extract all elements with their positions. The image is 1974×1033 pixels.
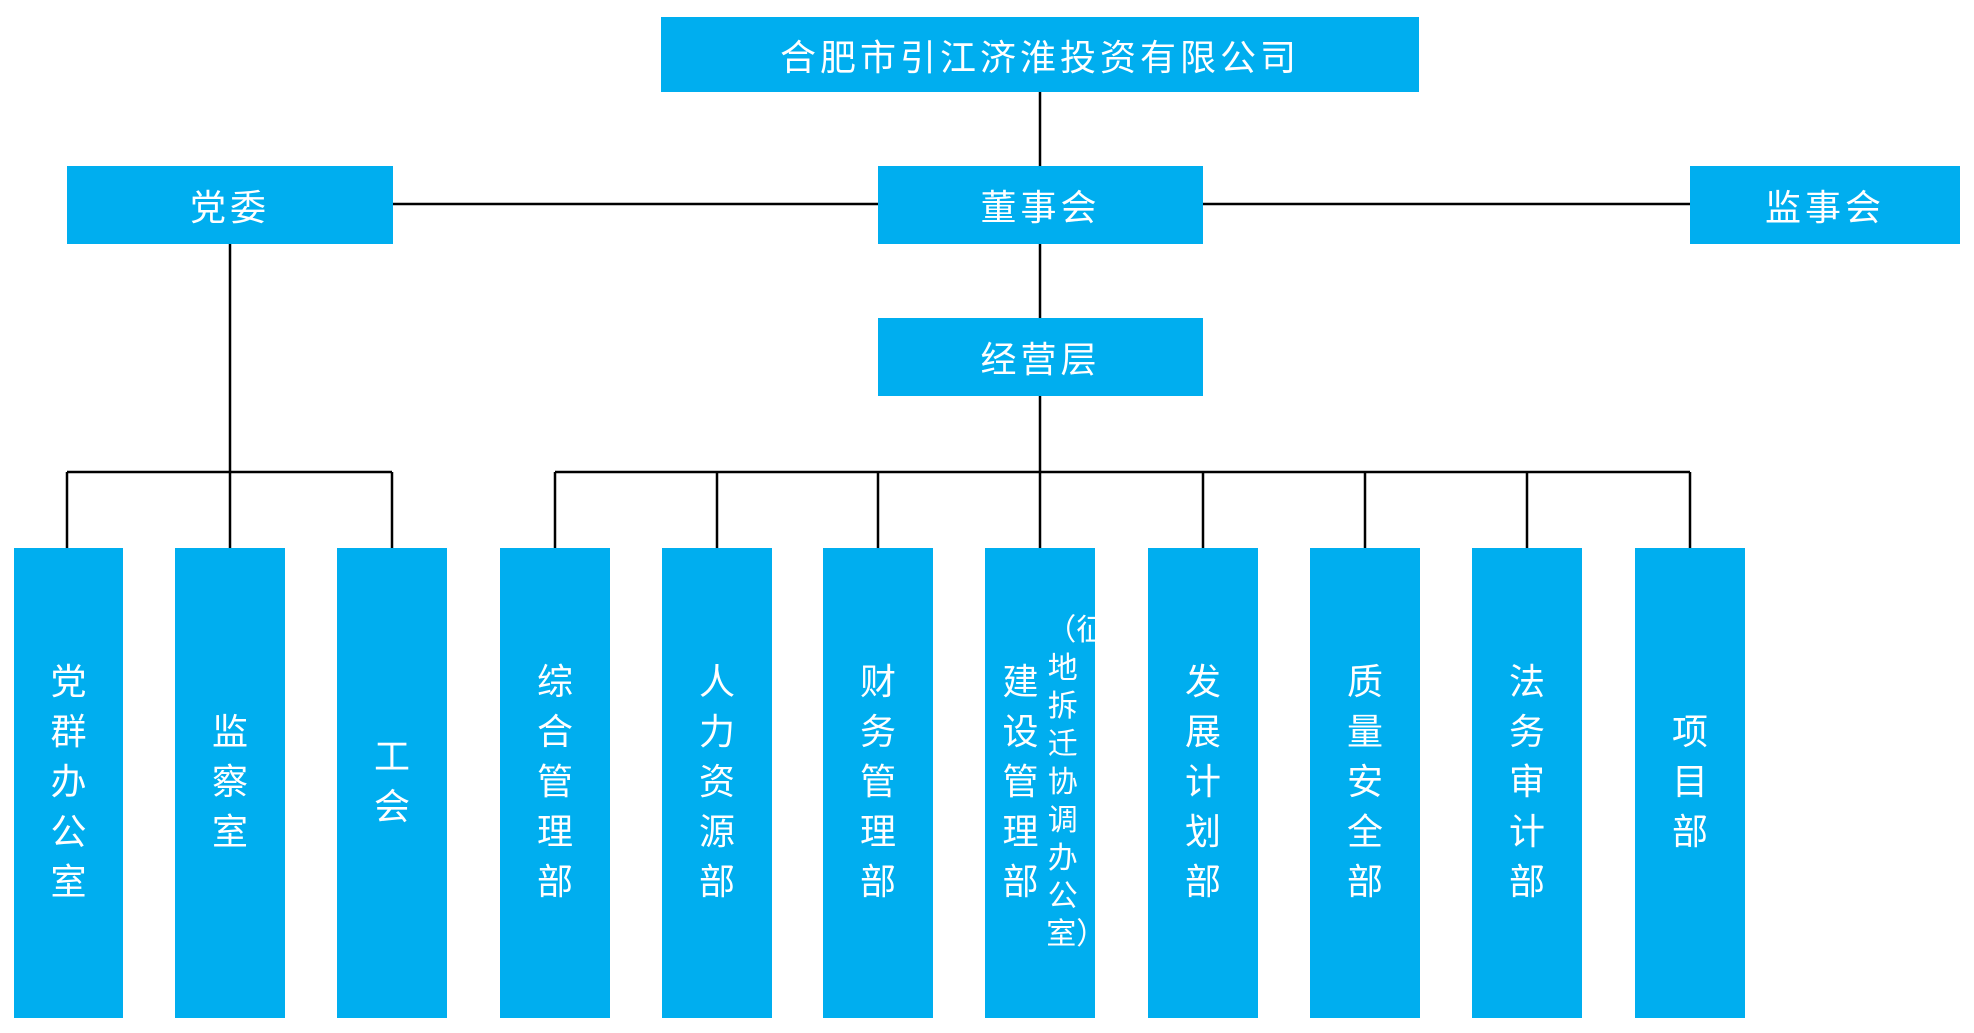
business-dept-box: 综合管理部	[500, 548, 610, 1018]
business-dept-box: 发展计划部	[1148, 548, 1258, 1018]
business-dept-box: 财务管理部	[823, 548, 933, 1018]
management-box: 经营层	[878, 318, 1203, 396]
board-box: 董事会	[878, 166, 1203, 244]
business-dept-label: 建设管理部	[1002, 662, 1039, 903]
business-dept-label: 质量安全部	[1346, 662, 1383, 903]
party-committee-label: 党委	[189, 188, 270, 229]
business-dept-label: 项目部	[1671, 712, 1708, 853]
supervisory-board-box: 监事会	[1690, 166, 1960, 244]
board-label: 董事会	[980, 188, 1101, 229]
construction-label-group: 建设管理部 （征地拆迁协调办公室）	[1001, 612, 1107, 954]
party-dept-label: 党群办公室	[50, 662, 87, 903]
business-dept-box: 质量安全部	[1310, 548, 1420, 1018]
company-name: 合肥市引江济淮投资有限公司	[779, 37, 1300, 79]
party-dept-box: 党群办公室	[14, 548, 123, 1018]
company-box: 合肥市引江济淮投资有限公司	[661, 17, 1419, 92]
business-dept-label: 财务管理部	[859, 662, 896, 903]
construction-note-label: （征地拆迁协调办公室）	[1046, 613, 1107, 952]
business-dept-box: 项目部	[1635, 548, 1745, 1018]
party-dept-label: 工会	[373, 737, 410, 828]
business-dept-label: 法务审计部	[1508, 662, 1545, 903]
business-dept-box: 法务审计部	[1472, 548, 1582, 1018]
party-committee-box: 党委	[67, 166, 393, 244]
business-dept-label: 综合管理部	[536, 662, 573, 903]
business-dept-label: 人力资源部	[698, 662, 735, 903]
management-label: 经营层	[980, 340, 1101, 381]
party-dept-label: 监察室	[211, 712, 248, 853]
supervisory-board-label: 监事会	[1764, 188, 1885, 229]
business-dept-box: 建设管理部 （征地拆迁协调办公室）	[985, 548, 1107, 1018]
business-dept-box: 人力资源部	[662, 548, 772, 1018]
party-dept-box: 监察室	[175, 548, 285, 1018]
party-dept-box: 工会	[337, 548, 447, 1018]
business-dept-label: 发展计划部	[1184, 662, 1221, 903]
